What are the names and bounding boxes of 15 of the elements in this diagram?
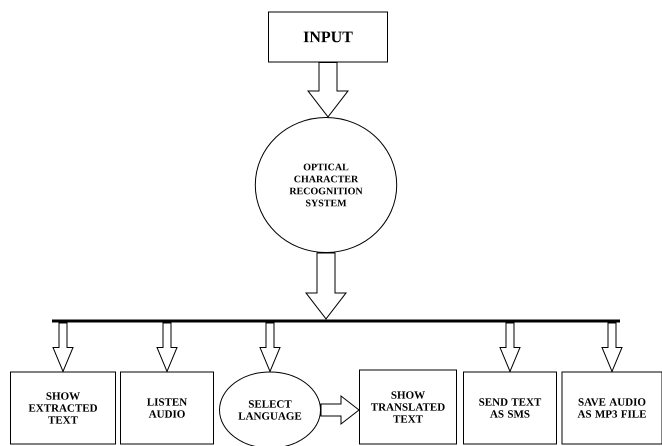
block-arrow	[306, 62, 350, 118]
output-box: LISTEN AUDIO	[120, 371, 214, 444]
input-box: INPUT	[268, 12, 388, 62]
output-box: SEND TEXT AS SMS	[463, 371, 557, 444]
block-arrow	[320, 394, 360, 425]
block-arrow	[52, 322, 74, 373]
output-box: SHOW EXTRACTED TEXT	[10, 371, 116, 444]
block-arrow	[156, 322, 178, 373]
block-arrow	[601, 322, 623, 373]
block-arrow	[499, 322, 521, 373]
block-arrow	[259, 322, 281, 373]
output-box: SHOW TRANSLATED TEXT	[359, 369, 457, 444]
distribution-bar	[52, 319, 620, 322]
block-arrow	[304, 252, 348, 320]
output-box: SAVE AUDIO AS MP3 FILE	[562, 371, 662, 444]
